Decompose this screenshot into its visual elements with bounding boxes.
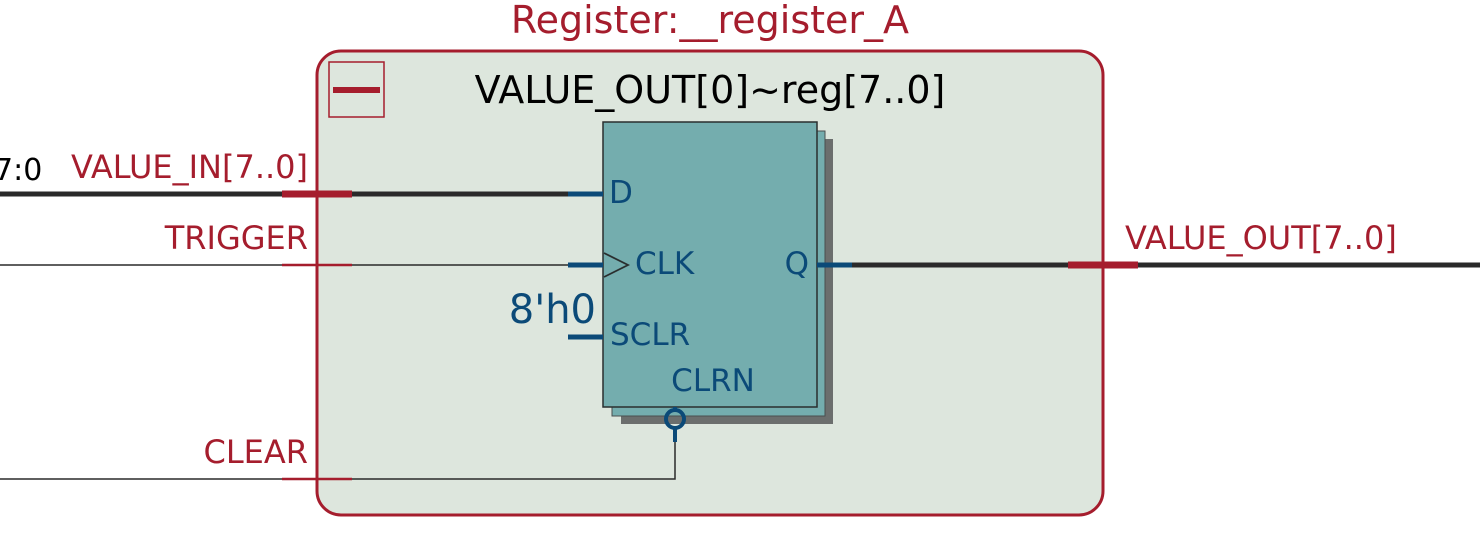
clear-wire-inside [352, 432, 676, 480]
clock-edge-icon [603, 252, 631, 278]
external-bus-slice-label: 7:0 [0, 153, 42, 188]
trigger-port-label: TRIGGER [164, 219, 308, 257]
value-out-port-label: VALUE_OUT[7..0] [1125, 219, 1397, 257]
register-name: VALUE_OUT[0]~reg[7..0] [475, 68, 946, 112]
register-block[interactable] [602, 121, 818, 408]
sclr-constant-label: 8'h0 [509, 287, 596, 333]
d-pin-label: D [609, 175, 633, 211]
clrn-pin[interactable] [664, 407, 686, 442]
value-in-port-label: VALUE_IN[7..0] [71, 148, 308, 186]
clk-pin-label: CLK [635, 246, 695, 282]
instance-title: Register:__register_A [511, 0, 909, 42]
collapse-button[interactable] [328, 61, 385, 118]
minus-icon [333, 87, 380, 93]
clrn-pin-label: CLRN [671, 363, 755, 399]
clear-port-label: CLEAR [203, 433, 308, 471]
sclr-pin-label: SCLR [610, 317, 690, 353]
q-pin-label: Q [785, 246, 809, 282]
